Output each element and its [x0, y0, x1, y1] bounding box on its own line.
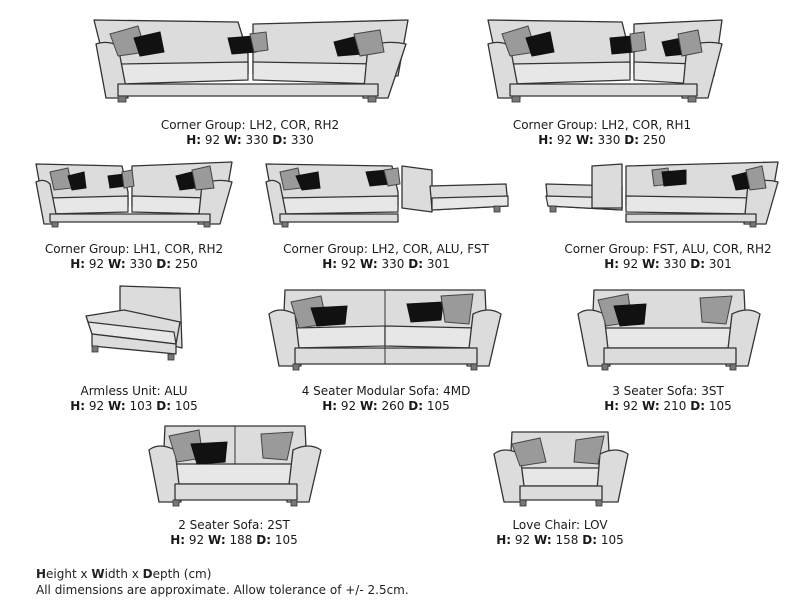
2-seater-sofa-2st-illustration [145, 420, 325, 510]
love-chair-lov-illustration [490, 426, 632, 510]
product-name: Love Chair: LOV [512, 518, 608, 532]
product-name: 3 Seater Sofa: 3ST [612, 384, 724, 398]
tolerance-note: All dimensions are approximate. Allow to… [36, 583, 409, 597]
corner-group-lh1-cor-rh2-illustration [32, 158, 237, 230]
product-dimensions: H: 92 W: 158 D: 105 [496, 533, 624, 547]
product-dimensions: H: 92 W: 330 D: 250 [70, 257, 198, 271]
4-seater-modular-sofa-4md-illustration [265, 284, 505, 374]
dimensions-key: Height x Width x Depth (cm) [36, 567, 212, 581]
product-name: Corner Group: LH2, COR, RH2 [160, 118, 340, 132]
product-caption: 3 Seater Sofa: 3ST H: 92 W: 210 D: 105 [548, 384, 788, 414]
product-caption: Armless Unit: ALU H: 92 W: 103 D: 105 [14, 384, 254, 414]
product-caption: Corner Group: LH2, COR, RH1 H: 92 W: 330… [482, 118, 722, 148]
product-dimensions: H: 92 W: 210 D: 105 [604, 399, 732, 413]
product-caption: Love Chair: LOV H: 92 W: 158 D: 105 [440, 518, 680, 548]
product-dimensions: H: 92 W: 260 D: 105 [322, 399, 450, 413]
product-name: Corner Group: FST, ALU, COR, RH2 [564, 242, 772, 256]
product-name: 4 Seater Modular Sofa: 4MD [301, 384, 471, 398]
product-caption: Corner Group: FST, ALU, COR, RH2 H: 92 W… [548, 242, 788, 272]
product-name: Corner Group: LH2, COR, ALU, FST [283, 242, 489, 256]
product-dimensions: H: 92 W: 103 D: 105 [70, 399, 198, 413]
product-name: 2 Seater Sofa: 2ST [178, 518, 290, 532]
corner-group-lh2-cor-alu-fst-illustration [262, 158, 512, 230]
3-seater-sofa-3st-illustration [574, 284, 764, 374]
product-dimensions: H: 92 W: 188 D: 105 [170, 533, 298, 547]
armless-unit-alu-illustration [80, 282, 188, 366]
product-caption: 4 Seater Modular Sofa: 4MD H: 92 W: 260 … [266, 384, 506, 414]
product-dimensions: H: 92 W: 330 D: 250 [538, 133, 666, 147]
product-dimensions: H: 92 W: 330 D: 301 [604, 257, 732, 271]
corner-group-fst-alu-cor-rh2-illustration [542, 158, 782, 230]
corner-group-lh2-cor-rh2-illustration [88, 14, 413, 106]
dimensions-legend: Height x Width x Depth (cm) All dimensio… [36, 566, 409, 598]
product-dimensions: H: 92 W: 330 D: 301 [322, 257, 450, 271]
product-caption: 2 Seater Sofa: 2ST H: 92 W: 188 D: 105 [114, 518, 354, 548]
product-name: Armless Unit: ALU [80, 384, 188, 398]
product-caption: Corner Group: LH2, COR, ALU, FST H: 92 W… [266, 242, 506, 272]
product-caption: Corner Group: LH2, COR, RH2 H: 92 W: 330… [130, 118, 370, 148]
corner-group-lh2-cor-rh1-illustration [482, 14, 727, 106]
product-dimensions: H: 92 W: 330 D: 330 [186, 133, 314, 147]
product-caption: Corner Group: LH1, COR, RH2 H: 92 W: 330… [14, 242, 254, 272]
product-name: Corner Group: LH2, COR, RH1 [512, 118, 692, 132]
product-name: Corner Group: LH1, COR, RH2 [44, 242, 224, 256]
